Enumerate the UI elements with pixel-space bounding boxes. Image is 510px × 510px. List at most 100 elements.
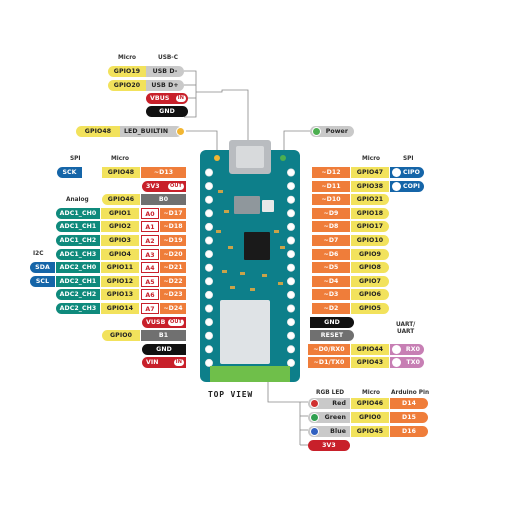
left-pin-hole [204,263,213,272]
right-pin-label: ~D4 [312,275,350,287]
right-micro-label: GPIO7 [351,275,389,287]
rgb-micro-label: GPIO45 [351,426,389,437]
smd-component [240,272,245,275]
right-pin-hole [286,195,295,204]
rgb-arduino-label: D16 [390,426,428,437]
left-micro-label: GPIO12 [101,275,139,287]
led-connector-line [186,130,218,152]
usb-micro-label: GPIO19 [108,66,146,77]
smd-component [224,210,229,213]
left-pin-label: ~D13 [141,167,186,178]
left-bus-label: SCK [57,167,82,178]
right-bus-label: RX0 [390,343,424,355]
left-bus-label: SDA [30,262,55,274]
left-pin-label: ~D23 [160,289,186,301]
left-micro-label: GPIO0 [102,330,140,342]
right-pin-hole [286,331,295,340]
left-a-label: A5 [141,275,159,287]
left-pin-hole [204,236,213,245]
left-pin-label: ~D22 [160,275,186,287]
left-a-label: A4 [141,262,159,274]
left-analog-label: ADC2_CH2 [56,289,100,301]
right-bus-text: TX0 [406,359,420,367]
left-gnd-label: GND [142,343,186,355]
smd-component [228,246,233,249]
header-spi-right: SPI [403,156,414,162]
rgb-led-icon [310,413,319,422]
right-pin-hole [286,236,295,245]
main-chip [244,232,270,260]
rgb-arduino-label: D14 [390,398,428,409]
left-power-tag: OUT [167,318,184,326]
right-micro-label: GPIO10 [351,235,389,246]
antenna-area [210,366,290,382]
rgb-micro-label: GPIO0 [351,412,389,423]
left-pin-hole [204,304,213,313]
wifi-module [220,300,270,364]
led-builtin-micro: GPIO48 [76,126,120,137]
right-pin-label: ~D11 [312,180,350,192]
right-pin-hole [286,250,295,259]
left-micro-label: GPIO46 [102,194,140,206]
right-micro-label: GPIO44 [351,343,389,355]
smd-component [262,274,267,277]
left-micro-label: GPIO11 [101,262,139,274]
left-power-tag: IN [173,359,184,367]
rgb-color-label: Blue [308,426,350,437]
left-pin-label: ~D19 [160,235,186,246]
right-bus-label: CIPO [390,167,424,178]
rgb-micro-label: GPIO46 [351,398,389,409]
power-text: Power [325,128,348,135]
right-pin-hole [286,277,295,286]
left-micro-label: GPIO14 [101,303,139,314]
right-pin-hole [286,263,295,272]
left-pin-hole [204,345,213,354]
vbus-in-tag: IN [175,95,186,102]
bus-dot-icon [392,358,401,368]
bus-dot-icon [392,168,401,177]
usb-c-opening [236,146,264,168]
left-power-text: VUSB [146,318,166,326]
right-pin-hole [286,168,295,177]
left-micro-label: GPIO4 [101,248,139,260]
smd-component [280,246,285,249]
right-pin-hole [286,290,295,299]
right-micro-label: GPIO6 [351,289,389,301]
left-analog-label: ADC1_CH3 [56,248,100,260]
right-pin-hole [286,304,295,313]
right-bus-text: RX0 [405,345,420,353]
left-pin-hole [204,318,213,327]
right-micro-label: GPIO9 [351,248,389,260]
usb-to-board-line [196,89,249,145]
left-power-tag: OUT [167,182,184,190]
vbus-label: VBUS IN [146,93,188,104]
smd-component [230,286,235,289]
header-arduino-pin: Arduino Pin [391,390,430,396]
led-builtin-label: LED_BUILTIN [120,126,182,137]
left-pin-hole [204,331,213,340]
smd-component [218,190,223,193]
left-a-label: A2 [141,235,159,246]
left-pin-hole [204,182,213,191]
smd-component [250,288,255,291]
rgb-color-text: Blue [330,428,346,435]
right-pin-hole [286,318,295,327]
left-a-label: A6 [141,289,159,301]
left-analog-label: ADC1_CH1 [56,221,100,233]
left-pin-label: B0 [141,194,186,206]
right-micro-label: GPIO8 [351,262,389,274]
left-pin-label: ~D20 [160,248,186,260]
right-bus-text: CIPO [402,169,420,176]
smd-component [278,282,283,285]
right-power-label: GND [310,316,354,328]
left-analog-label: ADC2_CH0 [56,262,100,274]
header-analog: Analog [66,197,89,203]
header-rgb-micro: Micro [362,390,381,396]
smd-component [274,230,279,233]
right-bus-label: TX0 [390,357,424,369]
smd-component [216,230,221,233]
header-micro-left: Micro [111,156,130,162]
header-micro-right: Micro [362,156,381,162]
